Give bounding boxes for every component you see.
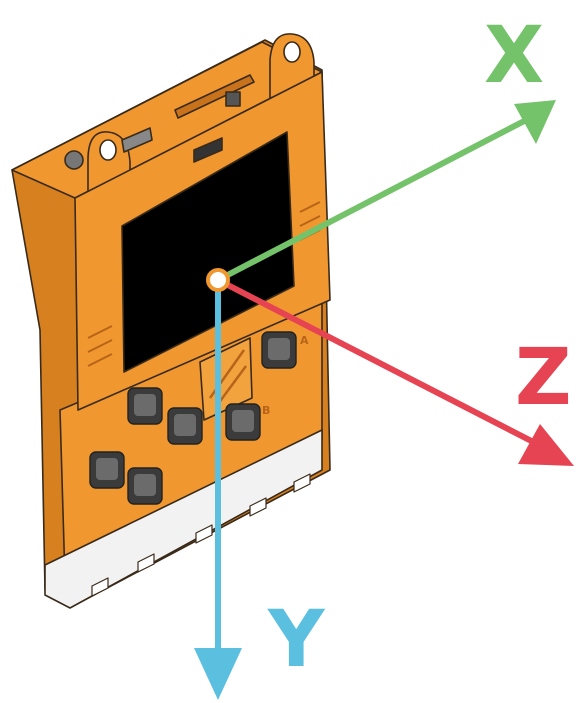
- button-highlights: [96, 338, 290, 496]
- button-a-label: A: [300, 334, 309, 347]
- z-axis-arrowhead: [518, 424, 574, 466]
- axes: X Z Y: [194, 11, 574, 700]
- z-axis-label: Z: [515, 333, 572, 423]
- y-axis-arrowhead: [194, 648, 242, 700]
- x-axis-arrowhead: [514, 100, 556, 144]
- origin-marker: [206, 268, 230, 292]
- z-axis-line: [216, 277, 547, 451]
- button-b-label: B: [262, 404, 270, 417]
- y-axis-label: Y: [267, 595, 326, 685]
- x-axis-label: X: [484, 11, 544, 101]
- top-jack: [64, 150, 84, 170]
- usb-port: [193, 137, 223, 163]
- screen: [121, 131, 295, 373]
- top-slot: [174, 74, 255, 119]
- power-switch: [225, 91, 241, 107]
- x-axis-line: [216, 115, 532, 283]
- top-socket: [121, 127, 153, 153]
- connector-pins: [91, 473, 311, 597]
- device: A B: [11, 33, 331, 609]
